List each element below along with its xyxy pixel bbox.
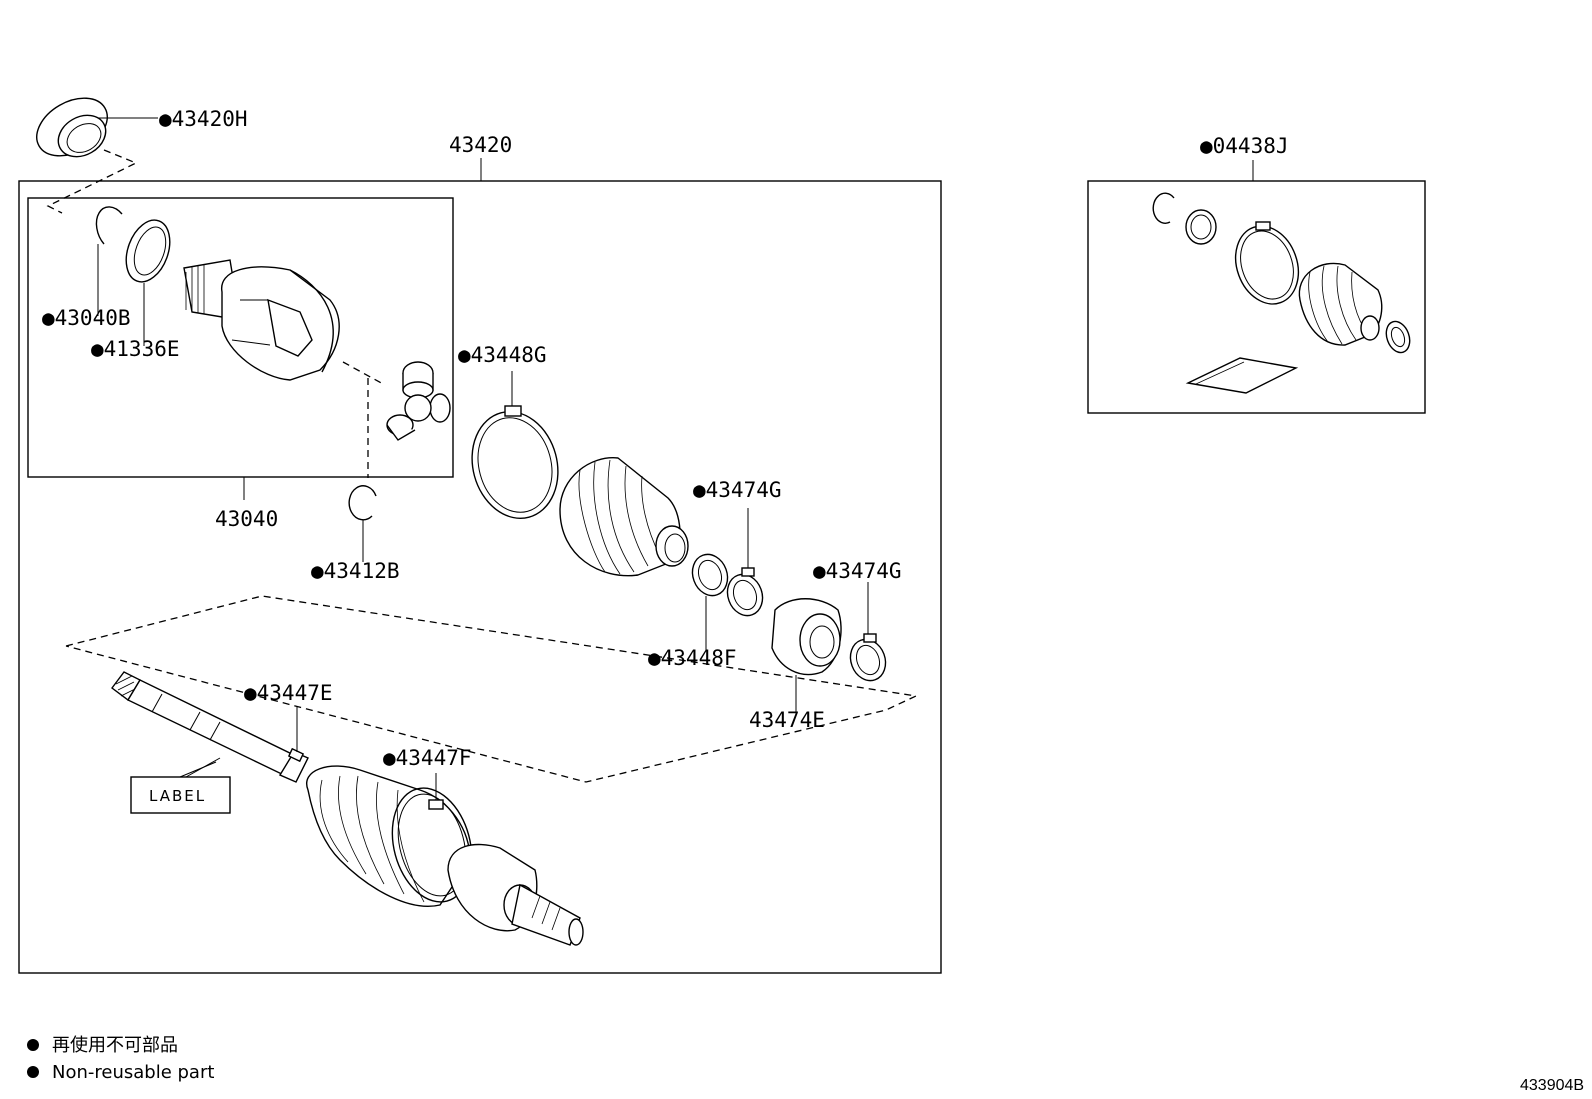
inboard-boot: [559, 457, 689, 577]
seal-43420H: [36, 97, 158, 158]
dash-shaft-region: [65, 595, 919, 783]
label-tag: [130, 757, 231, 814]
kit-boot: [1298, 262, 1383, 346]
label-43040: 43040: [215, 507, 278, 531]
label-43412B: ●43412B: [311, 559, 400, 583]
tripod-joint: [386, 361, 451, 441]
drive-shaft: [111, 671, 309, 783]
clamp-43447F: [391, 773, 473, 903]
label-41336E: ●41336E: [91, 337, 180, 361]
label-43448G: ●43448G: [458, 343, 547, 367]
label-43420H: ●43420H: [159, 107, 248, 131]
label-43420: 43420: [449, 133, 512, 157]
assembly-frame-43420: [18, 180, 942, 974]
clamp-43474G-b: [849, 582, 887, 682]
clamp-43474G-a: [726, 508, 764, 617]
legend-bullet-1: [27, 1039, 39, 1051]
kit-clamp-large: [1234, 221, 1300, 305]
label-43447E: ●43447E: [244, 681, 333, 705]
legend-bullet-2: [27, 1066, 39, 1078]
label-43474E: 43474E: [749, 708, 825, 732]
kit-clamp-small: [1385, 320, 1411, 354]
clamp-43448F: [691, 553, 729, 650]
outboard-boot: [306, 765, 471, 907]
label-43448F: ●43448F: [648, 646, 737, 670]
snap-ring-43040B: [95, 206, 123, 316]
kit-snap-ring-a: [1152, 192, 1175, 224]
figure-reference: 433904B: [1520, 1077, 1584, 1094]
dash-tripod: [342, 361, 386, 386]
subassembly-frame-43040: [27, 197, 454, 478]
label-04438J: ●04438J: [1200, 134, 1289, 158]
outboard-joint: [447, 843, 584, 946]
label-43447F: ●43447F: [383, 746, 472, 770]
label-tag-text: LABEL: [149, 787, 206, 805]
legend-japanese: 再使用不可部品: [52, 1035, 178, 1056]
seal-41336E: [125, 219, 171, 346]
dash-43420H: [46, 149, 138, 214]
label-43474G-b: ●43474G: [813, 559, 902, 583]
inner-joint-housing: [183, 259, 340, 381]
legend-english: Non-reusable part: [52, 1062, 214, 1083]
kit-snap-ring-b: [1185, 209, 1217, 245]
kit-frame-04438J: [1087, 180, 1426, 414]
kit-grease-packet: [1185, 357, 1299, 394]
label-43474G-a: ●43474G: [693, 478, 782, 502]
label-43040B: ●43040B: [42, 306, 131, 330]
clamp-43448G: [471, 371, 559, 519]
dynamic-damper-43474E: [771, 598, 842, 712]
snap-ring-43412B: [348, 485, 377, 562]
